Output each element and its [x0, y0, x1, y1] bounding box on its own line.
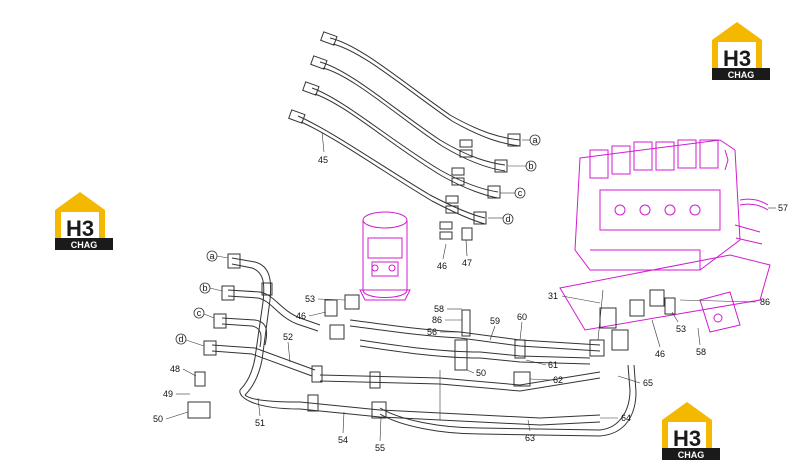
swing-motor	[359, 211, 411, 301]
callout-d-upper: d	[488, 213, 514, 225]
callout-b-upper: b	[508, 160, 537, 172]
callout-label: a	[209, 251, 214, 261]
logo-mark: H3	[66, 216, 94, 241]
part-label-45: 45	[318, 155, 328, 165]
part-label-48: 48	[170, 364, 180, 374]
callout-a-upper: a	[522, 134, 541, 146]
callout-label: c	[197, 308, 202, 318]
upper-hose-bundle	[288, 31, 521, 241]
part-label-61: 61	[548, 360, 558, 370]
part-label-58-mid: 58	[434, 304, 444, 314]
part-label-53-right: 53	[676, 324, 686, 334]
part-label-46-left: 46	[296, 311, 306, 321]
part-label-50-left: 50	[153, 414, 163, 424]
part-label-31: 31	[548, 291, 558, 301]
part-label-64: 64	[621, 413, 631, 423]
callout-d-left: d	[175, 333, 205, 347]
part-labels: 45 46 47 57 31 86 53 46 58 86 56 59 60 6…	[153, 131, 788, 453]
part-label-52: 52	[283, 332, 293, 342]
logo-mark: H3	[673, 426, 701, 451]
callout-label: c	[518, 188, 523, 198]
logo-bottom-right: H3 CHAG	[662, 402, 720, 460]
part-label-59: 59	[490, 316, 500, 326]
part-label-46: 46	[437, 261, 447, 271]
part-label-86-right: 86	[760, 297, 770, 307]
part-label-53-left: 53	[305, 294, 315, 304]
part-label-86-mid: 86	[432, 315, 442, 325]
callout-label: b	[528, 161, 533, 171]
part-label-60: 60	[517, 312, 527, 322]
part-label-62: 62	[553, 375, 563, 385]
logo-mark: H3	[723, 46, 751, 71]
lower-hoses	[187, 253, 676, 437]
part-label-47: 47	[462, 258, 472, 268]
part-label-49: 49	[163, 389, 173, 399]
part-label-57: 57	[778, 203, 788, 213]
part-label-50-mid: 50	[476, 368, 486, 378]
callout-c-upper: c	[500, 187, 526, 199]
callout-label: d	[505, 214, 510, 224]
part-label-54: 54	[338, 435, 348, 445]
part-label-46-right: 46	[655, 349, 665, 359]
part-label-56: 56	[427, 327, 437, 337]
callout-label: d	[178, 334, 183, 344]
control-valve	[559, 139, 771, 333]
logo-caption: CHAG	[728, 70, 755, 80]
part-label-63: 63	[525, 433, 535, 443]
callout-b-left: b	[199, 282, 223, 294]
part-label-51: 51	[255, 418, 265, 428]
callout-c-left: c	[193, 307, 215, 319]
part-label-55: 55	[375, 443, 385, 453]
part-label-65: 65	[643, 378, 653, 388]
part-label-58-right: 58	[696, 347, 706, 357]
logo-caption: CHAG	[678, 450, 705, 460]
callout-label: a	[532, 135, 537, 145]
logo-top-right: H3 CHAG	[712, 22, 770, 80]
callout-label: b	[202, 283, 207, 293]
logo-left: H3 CHAG	[55, 192, 113, 250]
logo-caption: CHAG	[71, 240, 98, 250]
callout-a-left: a	[206, 250, 229, 262]
